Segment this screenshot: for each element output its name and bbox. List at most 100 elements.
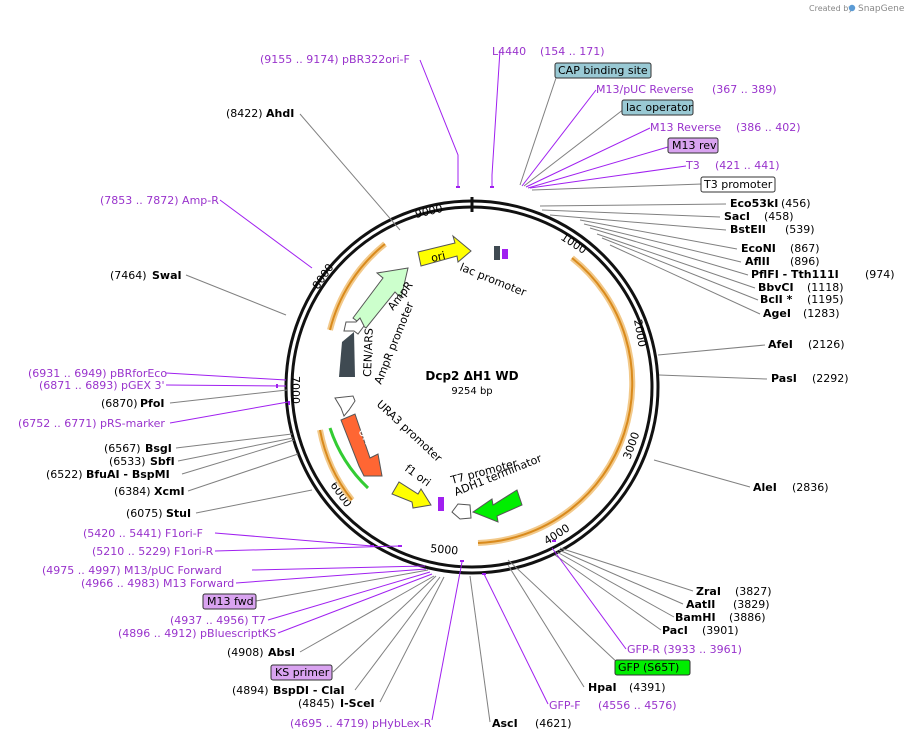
agei-name: AgeI [763,307,791,320]
amp-r-label: (7853 .. 7872) Amp-R [100,194,219,207]
bsgi-name: BsgI [145,442,172,455]
gfp-f-pos: (4556 .. 4576) [598,699,677,712]
pfoi-name: PfoI [140,397,165,410]
lac-operator-box [621,99,694,116]
aatii-pos: (3829) [733,598,770,611]
tick-2000: 2000 [631,318,649,348]
pbr322ori-f-label: (9155 .. 9174) pBR322ori-F [260,53,410,66]
zrai-pos: (3827) [735,585,772,598]
f1ori-r-label: (5210 .. 5229) F1ori-R [92,545,214,558]
f1-ori-label: f1 ori [402,462,433,489]
stui-pos: (6075) [126,507,163,520]
aflii-name: AflII [745,255,770,268]
bfuai-pos: (6522) [46,468,83,481]
bsteii-pos: (539) [785,223,815,236]
bsteii-name: BstEII [730,223,766,236]
m13-rev-label: M13 rev [672,139,717,152]
pflfi-pos: (974) [865,268,895,281]
ampr-promoter-arrow [343,317,365,335]
stui-name: StuI [166,507,191,520]
aatii-name: AatII [686,598,715,611]
phyblex-r-label: (4695 .. 4719) pHybLex-R [290,717,432,730]
snapgene-brand: SnapGene [858,4,905,14]
tick-7000: 7000 [289,376,302,404]
cap-binding-box [554,62,652,79]
sbfi-pos: (6533) [109,455,146,468]
xcmi-pos: (6384) [114,485,151,498]
m13-puc-rev-label: M13/pUC Reverse [596,83,694,96]
m13-fwd-box [202,593,257,610]
bspdi-name: BspDI - ClaI [273,684,345,697]
pflfi-name: PflFI - Tth111I [751,268,839,281]
f1-ori-arrow [391,481,432,509]
t3-label: T3 [685,159,700,172]
lac-operator-label: lac operator [626,101,693,114]
bsgi-pos: (6567) [104,442,141,455]
aflii-pos: (896) [790,255,820,268]
f1ori-f-label: (5420 .. 5441) F1ori-F [83,527,203,540]
prs-marker-label: (6752 .. 6771) pRS-marker [18,417,165,430]
m13-rev-box [667,137,719,154]
t7-promoter-arrow [451,503,472,520]
agei-pos: (1283) [803,307,840,320]
swai-pos: (7464) [110,269,147,282]
econi-name: EcoNI [741,242,776,255]
bbvci-name: BbvCI [758,281,794,294]
econi-pos: (867) [790,242,820,255]
zrai-name: ZraI [696,585,721,598]
orf-arc-left-top-core [329,243,386,331]
alei-name: AleI [753,481,777,494]
afei-pos: (2126) [808,338,845,351]
m13-reverse-pos: (386 .. 402) [736,121,801,134]
pasi-name: PasI [771,372,797,385]
asci-name: AscI [492,717,518,730]
absi-name: AbsI [268,646,295,659]
pasi-pos: (2292) [812,372,849,385]
ura3-orf-green-arc [328,427,370,490]
created-by-text: Created by [809,4,853,13]
ampr-arrow [352,267,409,329]
cap-binding-label: CAP binding site [558,64,648,77]
bspdi-pos: (4894) [232,684,269,697]
hpai-pos: (4391) [629,681,666,694]
gfp-f-label: GFP-F [549,699,581,712]
bamhi-name: BamHI [675,611,716,624]
pgex3-label: (6871 .. 6893) pGEX 3' [39,379,165,392]
cen-ars-block [339,332,355,377]
alei-pos: (2836) [792,481,829,494]
paci-name: PacI [662,624,688,637]
saci-name: SacI [724,210,750,223]
eco53ki-pos: (456) [781,197,811,210]
pbluescriptks-label: (4896 .. 4912) pBluescriptKS [118,627,276,640]
primer-bars-top [502,249,508,259]
l4440-label: L4440 [492,45,526,58]
t3-pos: (421 .. 441) [715,159,780,172]
l4440-pos: (154 .. 171) [540,45,605,58]
m13-puc-fwd-label: (4975 .. 4997) M13/pUC Forward [42,564,222,577]
ori-label: ori [430,249,447,265]
m13-fwd-label: M13 fwd [207,595,254,608]
ks-primer-label: KS primer [275,666,330,679]
orf-arc-left-bottom-core [319,429,353,501]
bcli-pos: (1195) [807,293,844,306]
pbrforeco-label: (6931 .. 6949) pBRforEco [28,367,167,380]
tick-5000: 5000 [430,542,459,557]
t7-label: (4937 .. 4956) T7 [170,614,266,627]
ura3-promoter-arrow [334,395,356,417]
bfuai-name: BfuAI - BspMI [86,468,170,481]
t3-promoter-box [700,176,776,193]
tick-1000: 1000 [558,231,589,257]
connector-lines [165,49,768,723]
xcmi-name: XcmI [154,485,185,498]
lac-promoter-label: lac promoter [458,261,529,300]
ahdi-name: AhdI [266,107,294,120]
sbfi-name: SbfI [150,455,175,468]
i-scei-pos: (4845) [298,697,335,710]
m13-forward-label: (4966 .. 4983) M13 Forward [81,577,234,590]
afei-name: AfeI [768,338,793,351]
plasmid-name: Dcp2 ΔH1 WD [425,369,518,383]
adh1-terminator-arrow [471,489,523,523]
i-scei-name: I-SceI [340,697,375,710]
bbvci-pos: (1118) [807,281,844,294]
